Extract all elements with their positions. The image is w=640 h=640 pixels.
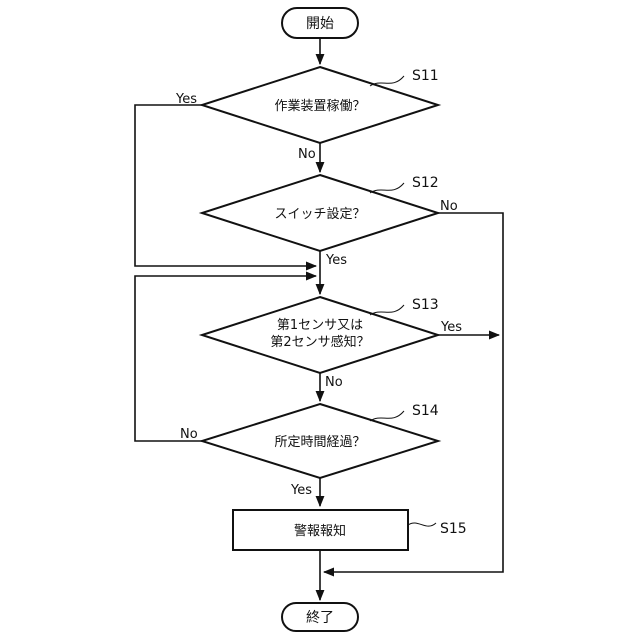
s13-leader-line bbox=[370, 305, 404, 315]
s15-leader-line bbox=[408, 523, 436, 526]
s14-step-id: S14 bbox=[412, 403, 439, 419]
s12-leader-line bbox=[370, 183, 404, 193]
decision-s11-text: 作業装置稼働？ bbox=[274, 98, 365, 114]
s11-no-label: No bbox=[298, 147, 316, 162]
decision-s12-text: スイッチ設定？ bbox=[274, 206, 365, 222]
process-s15-text: 警報報知 bbox=[294, 523, 346, 539]
s13-step-id: S13 bbox=[412, 297, 439, 313]
start-label: 開始 bbox=[306, 16, 334, 32]
decision-s13-text-line1: 第1センサ又は bbox=[277, 318, 363, 333]
decision-s12: スイッチ設定？ S12 bbox=[202, 175, 439, 251]
s15-step-id: S15 bbox=[440, 521, 467, 537]
decision-s11: 作業装置稼働？ S11 bbox=[202, 67, 439, 143]
decision-s14-text: 所定時間経過？ bbox=[274, 435, 365, 450]
s14-yes-label: Yes bbox=[290, 483, 312, 498]
s12-yes-label: Yes bbox=[325, 253, 347, 268]
s13-no-label: No bbox=[325, 375, 343, 390]
s14-leader-line bbox=[370, 411, 404, 421]
s13-yes-label: Yes bbox=[440, 320, 462, 335]
end-label: 終了 bbox=[306, 610, 334, 626]
start-terminal: 開始 bbox=[282, 8, 358, 38]
end-terminal: 終了 bbox=[282, 603, 358, 631]
decision-s13-text-line2: 第2センサ感知？ bbox=[270, 334, 369, 350]
decision-s14: 所定時間経過？ S14 bbox=[202, 403, 439, 478]
s11-step-id: S11 bbox=[412, 68, 439, 84]
s14-no-label: No bbox=[180, 427, 198, 442]
s12-no-label: No bbox=[440, 199, 458, 214]
process-s15: 警報報知 S15 bbox=[233, 510, 467, 550]
s12-step-id: S12 bbox=[412, 175, 439, 191]
decision-s13: 第1センサ又は 第2センサ感知？ S13 bbox=[202, 297, 439, 373]
